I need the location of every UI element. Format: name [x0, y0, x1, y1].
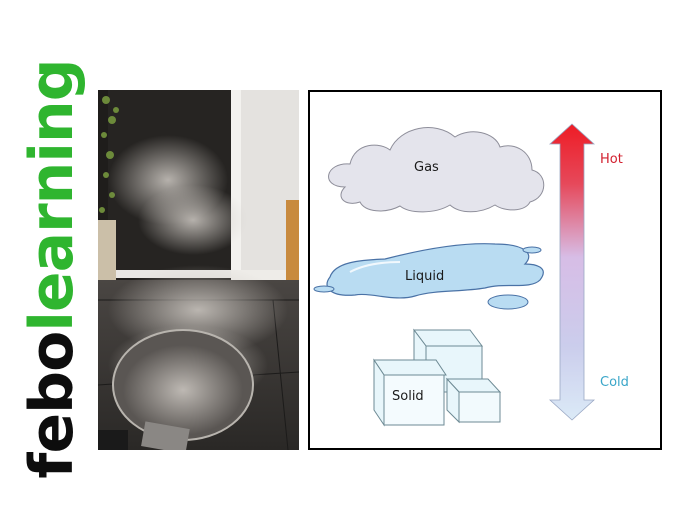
gas-label: Gas — [414, 160, 439, 175]
photo-illustration — [98, 90, 299, 450]
diagram-illustration — [313, 123, 596, 427]
logo-text: febolearning — [17, 59, 87, 478]
cold-label: Cold — [600, 375, 629, 390]
febolearning-logo: febolearning — [17, 59, 87, 478]
ice-cubes-shape — [373, 328, 502, 427]
temperature-arrow-shape — [548, 123, 596, 421]
steaming-pot-photo — [98, 90, 299, 450]
liquid-puddle-shape — [326, 243, 544, 299]
hot-label: Hot — [600, 152, 623, 167]
logo-febo: febo — [17, 331, 87, 479]
gas-cloud-shape — [328, 127, 545, 213]
logo-learning: learning — [17, 59, 87, 332]
states-of-matter-diagram: Gas Liquid Solid Hot Cold — [308, 90, 662, 450]
liquid-label: Liquid — [405, 269, 445, 284]
solid-label: Solid — [392, 389, 424, 404]
